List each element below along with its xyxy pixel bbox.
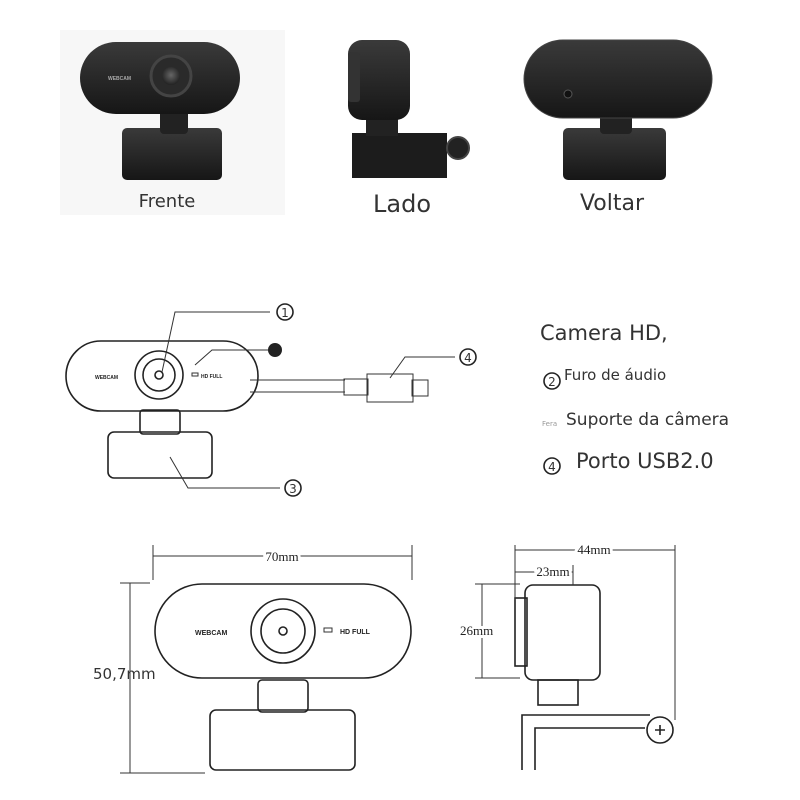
svg-text:Fera: Fera [542,420,557,428]
back-view-photo [523,39,713,180]
svg-text:HD FULL: HD FULL [340,629,371,636]
dimension-front: WEBCAM HD FULL 70mm 50,7mm [93,545,413,774]
callout-4: 4 [459,348,477,366]
hd-full-print: HD FULL [201,374,222,380]
front-view-label: Frente [139,191,196,212]
svg-text:2: 2 [548,375,556,389]
callout-1: 1 [276,303,294,321]
depth-body-dimension: 23mm [536,564,569,579]
legend-item-usb: Porto USB2.0 [576,449,714,473]
legend-title: Camera HD, [540,321,668,345]
front-view-photo: WEBCAM [60,30,285,215]
dimension-side: 44mm 23mm 26mm [457,539,676,770]
svg-text:4: 4 [548,460,556,474]
webcam-print: WEBCAM [108,76,131,82]
legend-item-audio: Furo de áudio [564,366,666,384]
legend: Camera HD, 2 Furo de áudio Fera Suporte … [540,321,729,475]
svg-text:4: 4 [464,351,472,365]
body-height-dimension: 26mm [460,623,493,638]
back-view-label: Voltar [580,191,645,216]
callout-diagram: WEBCAM HD FULL 1 4 3 [65,303,477,497]
legend-item-stand: Suporte da câmera [566,410,729,430]
depth-total-dimension: 44mm [577,542,610,557]
height-dimension: 50,7mm [93,665,156,683]
side-view-photo [348,40,470,178]
svg-text:1: 1 [281,306,289,320]
callout-2-mark [268,343,282,357]
svg-text:WEBCAM: WEBCAM [195,630,227,637]
webcam-print: WEBCAM [95,375,118,381]
callout-3: 3 [284,479,302,497]
side-view-label: Lado [373,190,431,218]
svg-text:3: 3 [289,482,297,496]
width-dimension: 70mm [265,549,298,564]
